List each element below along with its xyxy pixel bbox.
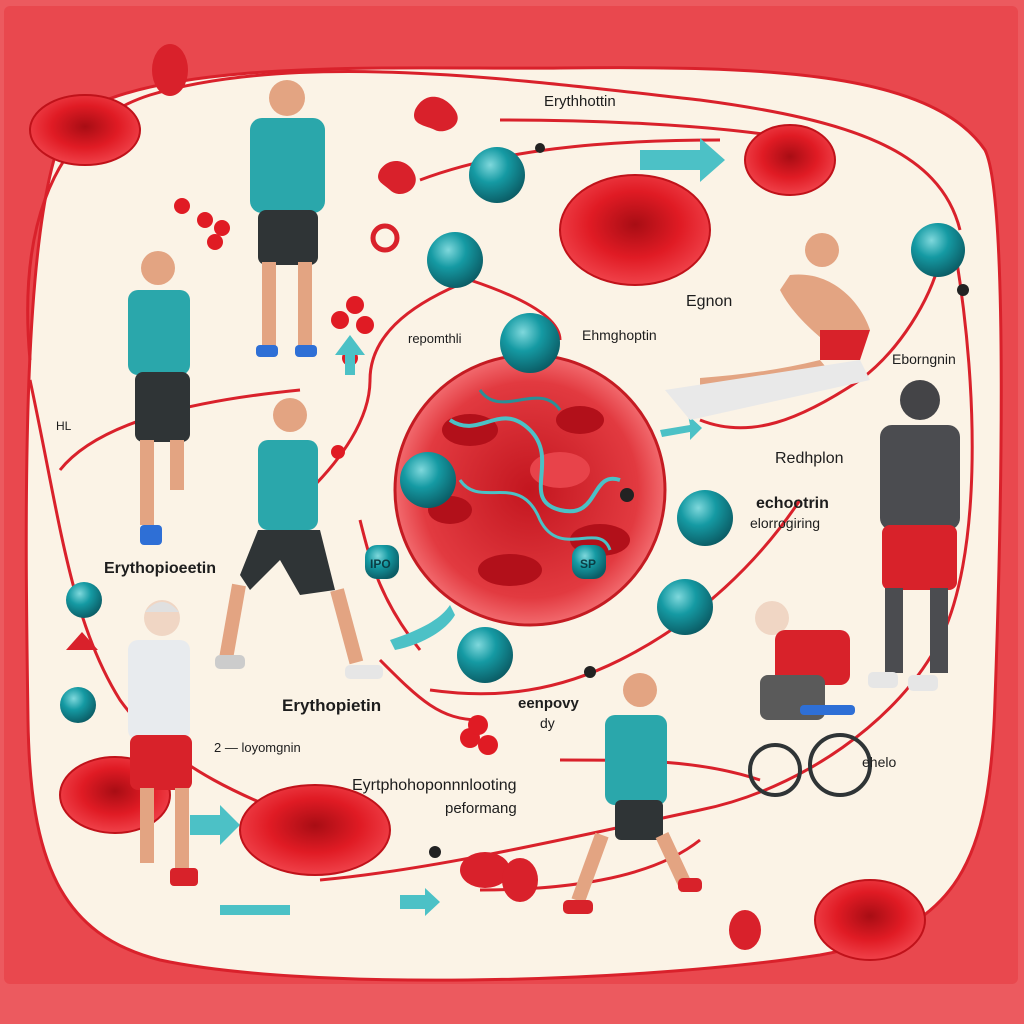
label-right-center-bold: echootrin — [756, 495, 829, 512]
label-right-center: Redhplon — [775, 450, 844, 467]
bottom-runner — [563, 673, 702, 914]
label-right-center-sub: elorrogiring — [750, 515, 820, 531]
left-runner — [128, 251, 190, 545]
reclining-man — [665, 233, 870, 420]
center-jogger — [215, 398, 383, 679]
standing-man-right — [868, 380, 960, 691]
node-badge-left: IPO — [370, 557, 391, 571]
label-upper-left-center: repomthli — [408, 331, 462, 346]
older-runner — [128, 600, 198, 886]
seated-older-man — [748, 601, 872, 797]
label-right-middle: Eborngnin — [892, 351, 956, 367]
blood-cells — [29, 44, 926, 961]
label-top-center: Erythhottin — [544, 93, 616, 110]
standing-runner — [250, 80, 325, 357]
label-bottom-center-b: peformang — [445, 800, 517, 817]
nodes — [60, 143, 969, 858]
label-center-bottom-b: dy — [540, 715, 555, 731]
label-left-middle: Erythopioeetin — [104, 560, 216, 577]
label-center-bottom-a: eenpovy — [518, 695, 580, 712]
label-upper-center-right: Ehmghoptin — [582, 327, 657, 343]
athlete-figures — [128, 80, 960, 914]
label-left-edge: HL — [56, 419, 72, 433]
node-badge-right: SP — [580, 557, 596, 571]
label-right-upper: Egnon — [686, 293, 732, 310]
label-left-lower: 2 — loyomgnin — [214, 740, 301, 755]
label-center-lower: Erythopietin — [282, 696, 381, 715]
vessel-lines — [26, 70, 974, 892]
label-right-lower: ehelo — [862, 754, 896, 770]
label-bottom-center-a: Eyrtphohoponnnlooting — [352, 777, 517, 794]
teal-arrows — [190, 138, 725, 916]
